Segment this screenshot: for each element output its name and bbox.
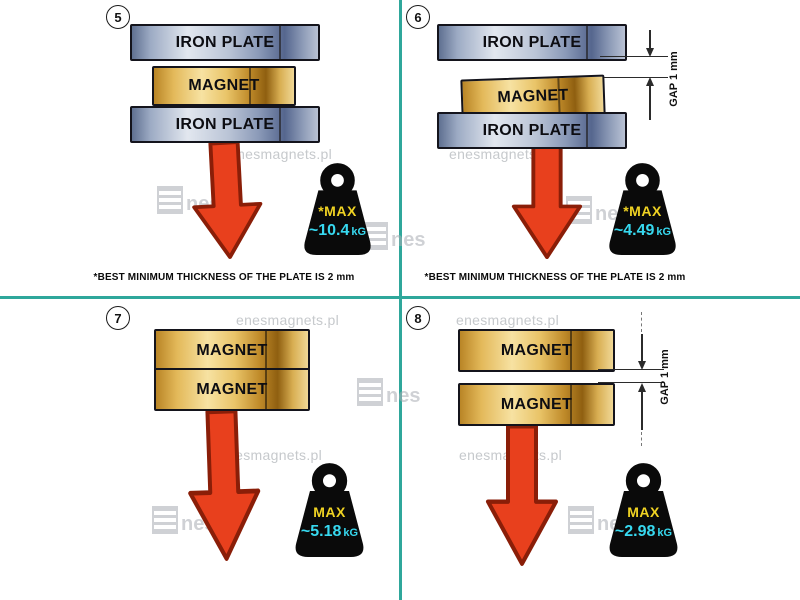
gap-arrow-up-icon — [638, 383, 646, 392]
enes-logo-text: nes — [386, 385, 421, 407]
enes-logo-icon — [568, 506, 594, 534]
enes-logo-watermark: nes — [357, 378, 420, 406]
gap-dimension-line — [649, 30, 651, 48]
gap-label-p8: GAP 1 mm — [659, 349, 671, 405]
watermark-text: enesmagnets.pl — [456, 312, 560, 328]
magnet-bottom-p8: MAGNET — [458, 383, 615, 426]
weight-value: ~10.4 — [308, 222, 350, 240]
magnet-top-p7: MAGNET — [154, 329, 310, 372]
watermark-text: enesmagnets.pl — [236, 312, 340, 328]
panel-7-number: 7 — [106, 306, 130, 330]
iron-plate-bottom-p6: IRON PLATE — [437, 112, 627, 149]
iron-plate-label: IRON PLATE — [482, 33, 582, 51]
footnote-p5: *BEST MINIMUM THICKNESS OF THE PLATE IS … — [28, 272, 420, 283]
iron-plate-top-p6: IRON PLATE — [437, 24, 627, 61]
enes-logo-icon — [157, 186, 183, 214]
weight-unit: kG — [656, 226, 672, 239]
watermark-text: enesmagnets.pl — [219, 447, 323, 463]
plate-edge-line — [585, 114, 588, 147]
magnet-edge-line — [570, 331, 573, 370]
gap-extension-line — [600, 56, 668, 57]
pull-force-arrow — [482, 424, 562, 566]
weight-max-label: MAX — [313, 504, 346, 521]
panel-8-number: 8 — [406, 306, 430, 330]
gap-dimension-line — [641, 334, 643, 361]
magnet-label: MAGNET — [500, 341, 573, 359]
vertical-divider — [399, 0, 402, 600]
iron-plate-label: IRON PLATE — [175, 115, 275, 133]
watermark-text: enesmagnets.pl — [449, 146, 553, 162]
panel-6-number: 6 — [406, 5, 430, 29]
footnote-text: *BEST MINIMUM THICKNESS OF THE PLATE IS — [424, 272, 656, 283]
plate-edge-line — [585, 26, 588, 59]
weight-max-label: *MAX — [623, 203, 662, 220]
plate-edge-line — [278, 108, 281, 141]
magnet-label: MAGNET — [188, 77, 260, 94]
weight-max-label: *MAX — [318, 203, 357, 220]
weight-value: ~4.49 — [613, 222, 655, 240]
pull-force-arrow — [188, 139, 266, 261]
gap-arrow-up-icon — [646, 77, 654, 86]
gap-arrow-down-icon — [638, 361, 646, 370]
weight-value: ~5.18 — [300, 523, 342, 541]
magnet-label: MAGNET — [196, 341, 268, 359]
footnote-text: *BEST MINIMUM THICKNESS OF THE PLATE IS — [93, 272, 325, 283]
gap-dimension-line — [649, 86, 651, 120]
magnet-p5: MAGNET — [152, 66, 296, 106]
gap-reference-line — [641, 432, 642, 446]
footnote-bold: 2 mm — [658, 272, 686, 283]
magnet-label: MAGNET — [497, 86, 569, 107]
footnote-p6: *BEST MINIMUM THICKNESS OF THE PLATE IS … — [412, 272, 698, 283]
footnote-bold: 2 mm — [327, 272, 355, 283]
magnet-bottom-p7: MAGNET — [154, 368, 310, 411]
watermark-text: enesmagnets.pl — [229, 146, 333, 162]
magnet-edge-line — [265, 370, 268, 409]
pull-force-arrow — [511, 143, 583, 259]
weight-unit: kG — [343, 527, 359, 540]
magnet-top-p8: MAGNET — [458, 329, 615, 372]
gap-reference-line — [641, 312, 642, 332]
gap-arrow-down-icon — [646, 48, 654, 57]
gap-extension-line — [598, 369, 664, 370]
weight-max-label: MAX — [627, 504, 660, 521]
horizontal-divider — [0, 296, 800, 299]
weight-unit: kG — [657, 527, 673, 540]
iron-plate-top-p5: IRON PLATE — [130, 24, 320, 61]
panel-5-number: 5 — [106, 5, 130, 29]
magnet-label: MAGNET — [500, 395, 573, 413]
gap-dimension-line — [641, 392, 643, 430]
gap-extension-line — [598, 382, 664, 383]
weight-value: ~2.98 — [614, 523, 656, 541]
gap-extension-line — [604, 77, 668, 78]
iron-plate-label: IRON PLATE — [175, 33, 275, 51]
iron-plate-label: IRON PLATE — [482, 121, 582, 139]
enes-logo-watermark: nes — [152, 506, 215, 534]
iron-plate-bottom-p5: IRON PLATE — [130, 106, 320, 143]
magnet-label: MAGNET — [196, 380, 268, 398]
weight-unit: kG — [351, 226, 367, 239]
enes-logo-text: nes — [391, 229, 426, 251]
gap-label-p6: GAP 1 mm — [668, 51, 680, 107]
enes-logo-icon — [357, 378, 383, 406]
magnet-edge-line — [249, 68, 252, 104]
plate-edge-line — [278, 26, 281, 59]
enes-logo-icon — [152, 506, 178, 534]
magnet-edge-line — [570, 385, 573, 424]
pull-force-arrow — [181, 408, 266, 563]
magnet-edge-line — [265, 331, 268, 370]
